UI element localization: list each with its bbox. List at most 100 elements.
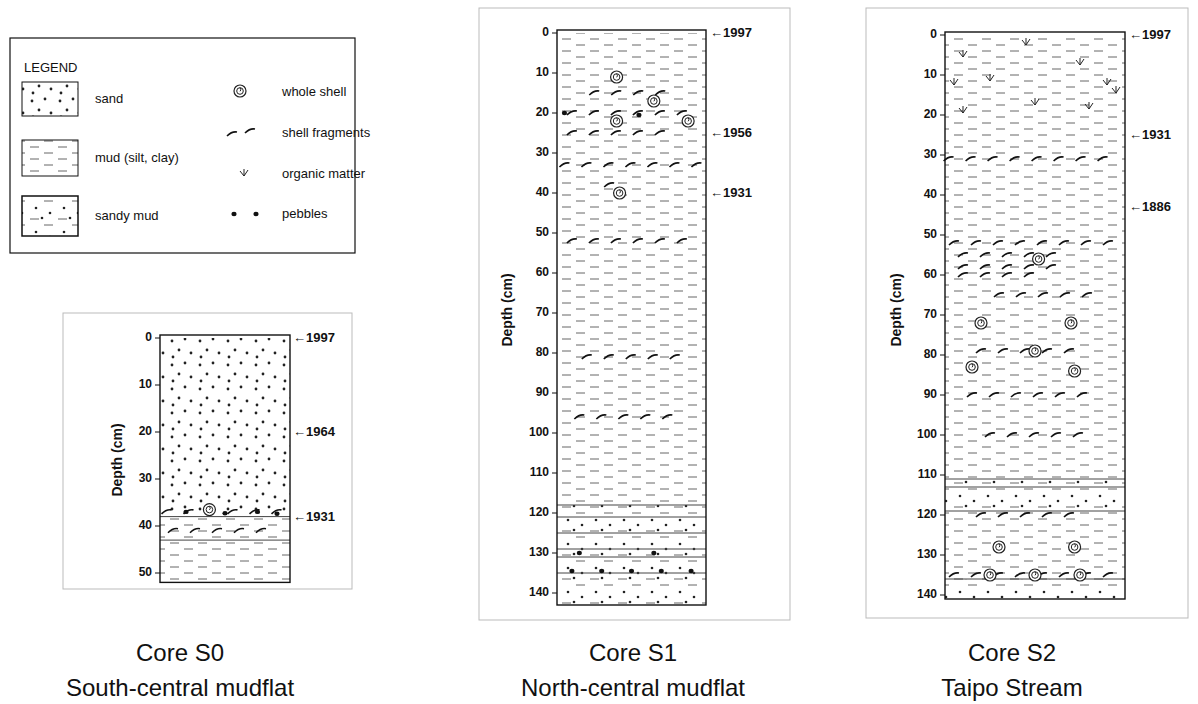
- mud-swatch: [22, 140, 78, 176]
- shell-fragment-symbol: [1002, 265, 1012, 269]
- pebble-symbol: [569, 569, 574, 573]
- shell-fragment-symbol: [603, 163, 613, 167]
- shell-fragment-symbol: [998, 349, 1008, 353]
- depth-tick-label: 140: [917, 588, 937, 601]
- shell-fragment-symbol: [640, 415, 650, 419]
- depth-tick: [552, 593, 557, 594]
- depth-tick: [940, 275, 945, 276]
- shell-fragment-symbol: [1038, 293, 1048, 297]
- shell-fragment-symbol: [976, 513, 986, 517]
- shell-fragment-symbol: [1032, 157, 1042, 161]
- pebble-symbol: [222, 511, 227, 515]
- shell-fragment-symbol: [691, 163, 701, 167]
- pebble-symbol: [636, 113, 641, 117]
- shell-fragment-symbol: [574, 415, 584, 419]
- legend-box: [10, 38, 355, 253]
- core-outline: [557, 30, 706, 605]
- sandy-layer: [557, 505, 706, 605]
- depth-tick-label: 50: [924, 228, 937, 241]
- sandy-mud-swatch: [22, 196, 78, 236]
- shell-fragment-symbol: [980, 273, 990, 277]
- whole-shell-symbol: [975, 317, 987, 329]
- depth-tick-label: 50: [139, 566, 152, 579]
- whole-shell-symbol: [966, 361, 978, 373]
- whole-shell-symbol: [611, 71, 623, 83]
- depth-tick-label: 60: [924, 268, 937, 281]
- shell-fragment-symbol: [971, 241, 981, 245]
- shell-fragment-symbol: [611, 91, 621, 95]
- depth-tick-label: 30: [536, 146, 549, 159]
- organic-matter-symbol: [1112, 86, 1120, 93]
- shell-fragment-symbol: [1098, 157, 1108, 161]
- depth-tick: [552, 33, 557, 34]
- shell-fragment-symbol: [1103, 573, 1113, 577]
- depth-tick: [155, 432, 160, 433]
- shell-fragment-symbol: [168, 529, 178, 533]
- depth-tick: [552, 553, 557, 554]
- shell-fragment-symbol: [1015, 241, 1025, 245]
- depth-tick: [940, 75, 945, 76]
- mud-layer: [557, 33, 706, 505]
- core-outline: [160, 335, 290, 582]
- axis-title: Depth (cm): [500, 273, 515, 346]
- whole-shell-symbol: [1029, 569, 1041, 581]
- depth-tick-label: 20: [924, 108, 937, 121]
- depth-tick: [552, 513, 557, 514]
- whole-shell-symbol: [203, 504, 215, 516]
- shell-fragment-symbol: [567, 111, 577, 115]
- core-caption: Core S2: [968, 640, 1056, 666]
- whole-shell-symbol: [614, 187, 626, 199]
- legend-text: shell fragments: [282, 126, 370, 140]
- shell-fragment-symbol: [1046, 265, 1056, 269]
- organic-matter-symbol: [1031, 98, 1039, 105]
- whole-shell-symbol: [993, 541, 1005, 553]
- whole-shell-symbol: [1069, 365, 1081, 377]
- shell-fragment-symbol: [559, 163, 569, 167]
- depth-tick-label: 110: [530, 466, 549, 479]
- depth-tick-label: 140: [529, 586, 549, 599]
- shell-fragment-symbol: [581, 163, 591, 167]
- shell-fragment-symbol: [567, 239, 577, 243]
- pebble-symbol: [629, 569, 634, 573]
- depth-tick-label: 10: [139, 378, 152, 391]
- sand-swatch: [22, 82, 78, 116]
- date-marker: ←1931: [1129, 128, 1171, 142]
- shell-fragment-symbol: [589, 131, 599, 135]
- shell-fragment-symbol: [1024, 253, 1034, 257]
- shell-fragment-symbol: [611, 131, 621, 135]
- depth-tick-label: 100: [917, 428, 937, 441]
- depth-tick-label: 130: [917, 548, 937, 561]
- whole-shell-symbol: [611, 115, 623, 127]
- shell-fragment-symbol: [1002, 273, 1012, 277]
- shell-fragment-symbol: [958, 253, 968, 257]
- shell-fragment-symbol: [1024, 265, 1034, 269]
- depth-tick-label: 0: [930, 28, 937, 41]
- axis-title: Depth (cm): [889, 273, 904, 346]
- shell-fragment-symbol: [1046, 253, 1056, 257]
- organic-matter-symbol: [950, 78, 958, 85]
- depth-tick: [552, 193, 557, 194]
- shell-fragment-symbol: [227, 132, 237, 136]
- shell-fragment-symbol: [1016, 293, 1026, 297]
- shell-fragment-symbol: [190, 529, 200, 533]
- shell-fragment-symbol: [611, 239, 621, 243]
- whole-shell-symbol: [648, 95, 660, 107]
- shell-fragment-symbol: [1037, 241, 1047, 245]
- shell-fragment-symbol: [626, 355, 636, 359]
- shell-fragment-symbol: [655, 239, 665, 243]
- whole-shell-symbol: [1029, 345, 1041, 357]
- depth-tick-label: 120: [917, 508, 937, 521]
- shell-fragment-symbol: [971, 573, 981, 577]
- shell-fragment-symbol: [589, 91, 599, 95]
- pebble-symbol: [651, 551, 656, 555]
- depth-tick-label: 110: [918, 468, 937, 481]
- shell-fragment-symbol: [677, 111, 687, 115]
- shell-fragment-symbol: [1103, 241, 1113, 245]
- shell-fragment-symbol: [582, 355, 592, 359]
- shell-fragment-symbol: [604, 183, 614, 187]
- shell-fragment-symbol: [162, 510, 172, 514]
- shell-fragment-symbol: [228, 510, 238, 514]
- shell-fragment-symbol: [589, 111, 599, 115]
- organic-matter-symbol: [1022, 38, 1030, 45]
- depth-tick-label: 40: [139, 519, 152, 532]
